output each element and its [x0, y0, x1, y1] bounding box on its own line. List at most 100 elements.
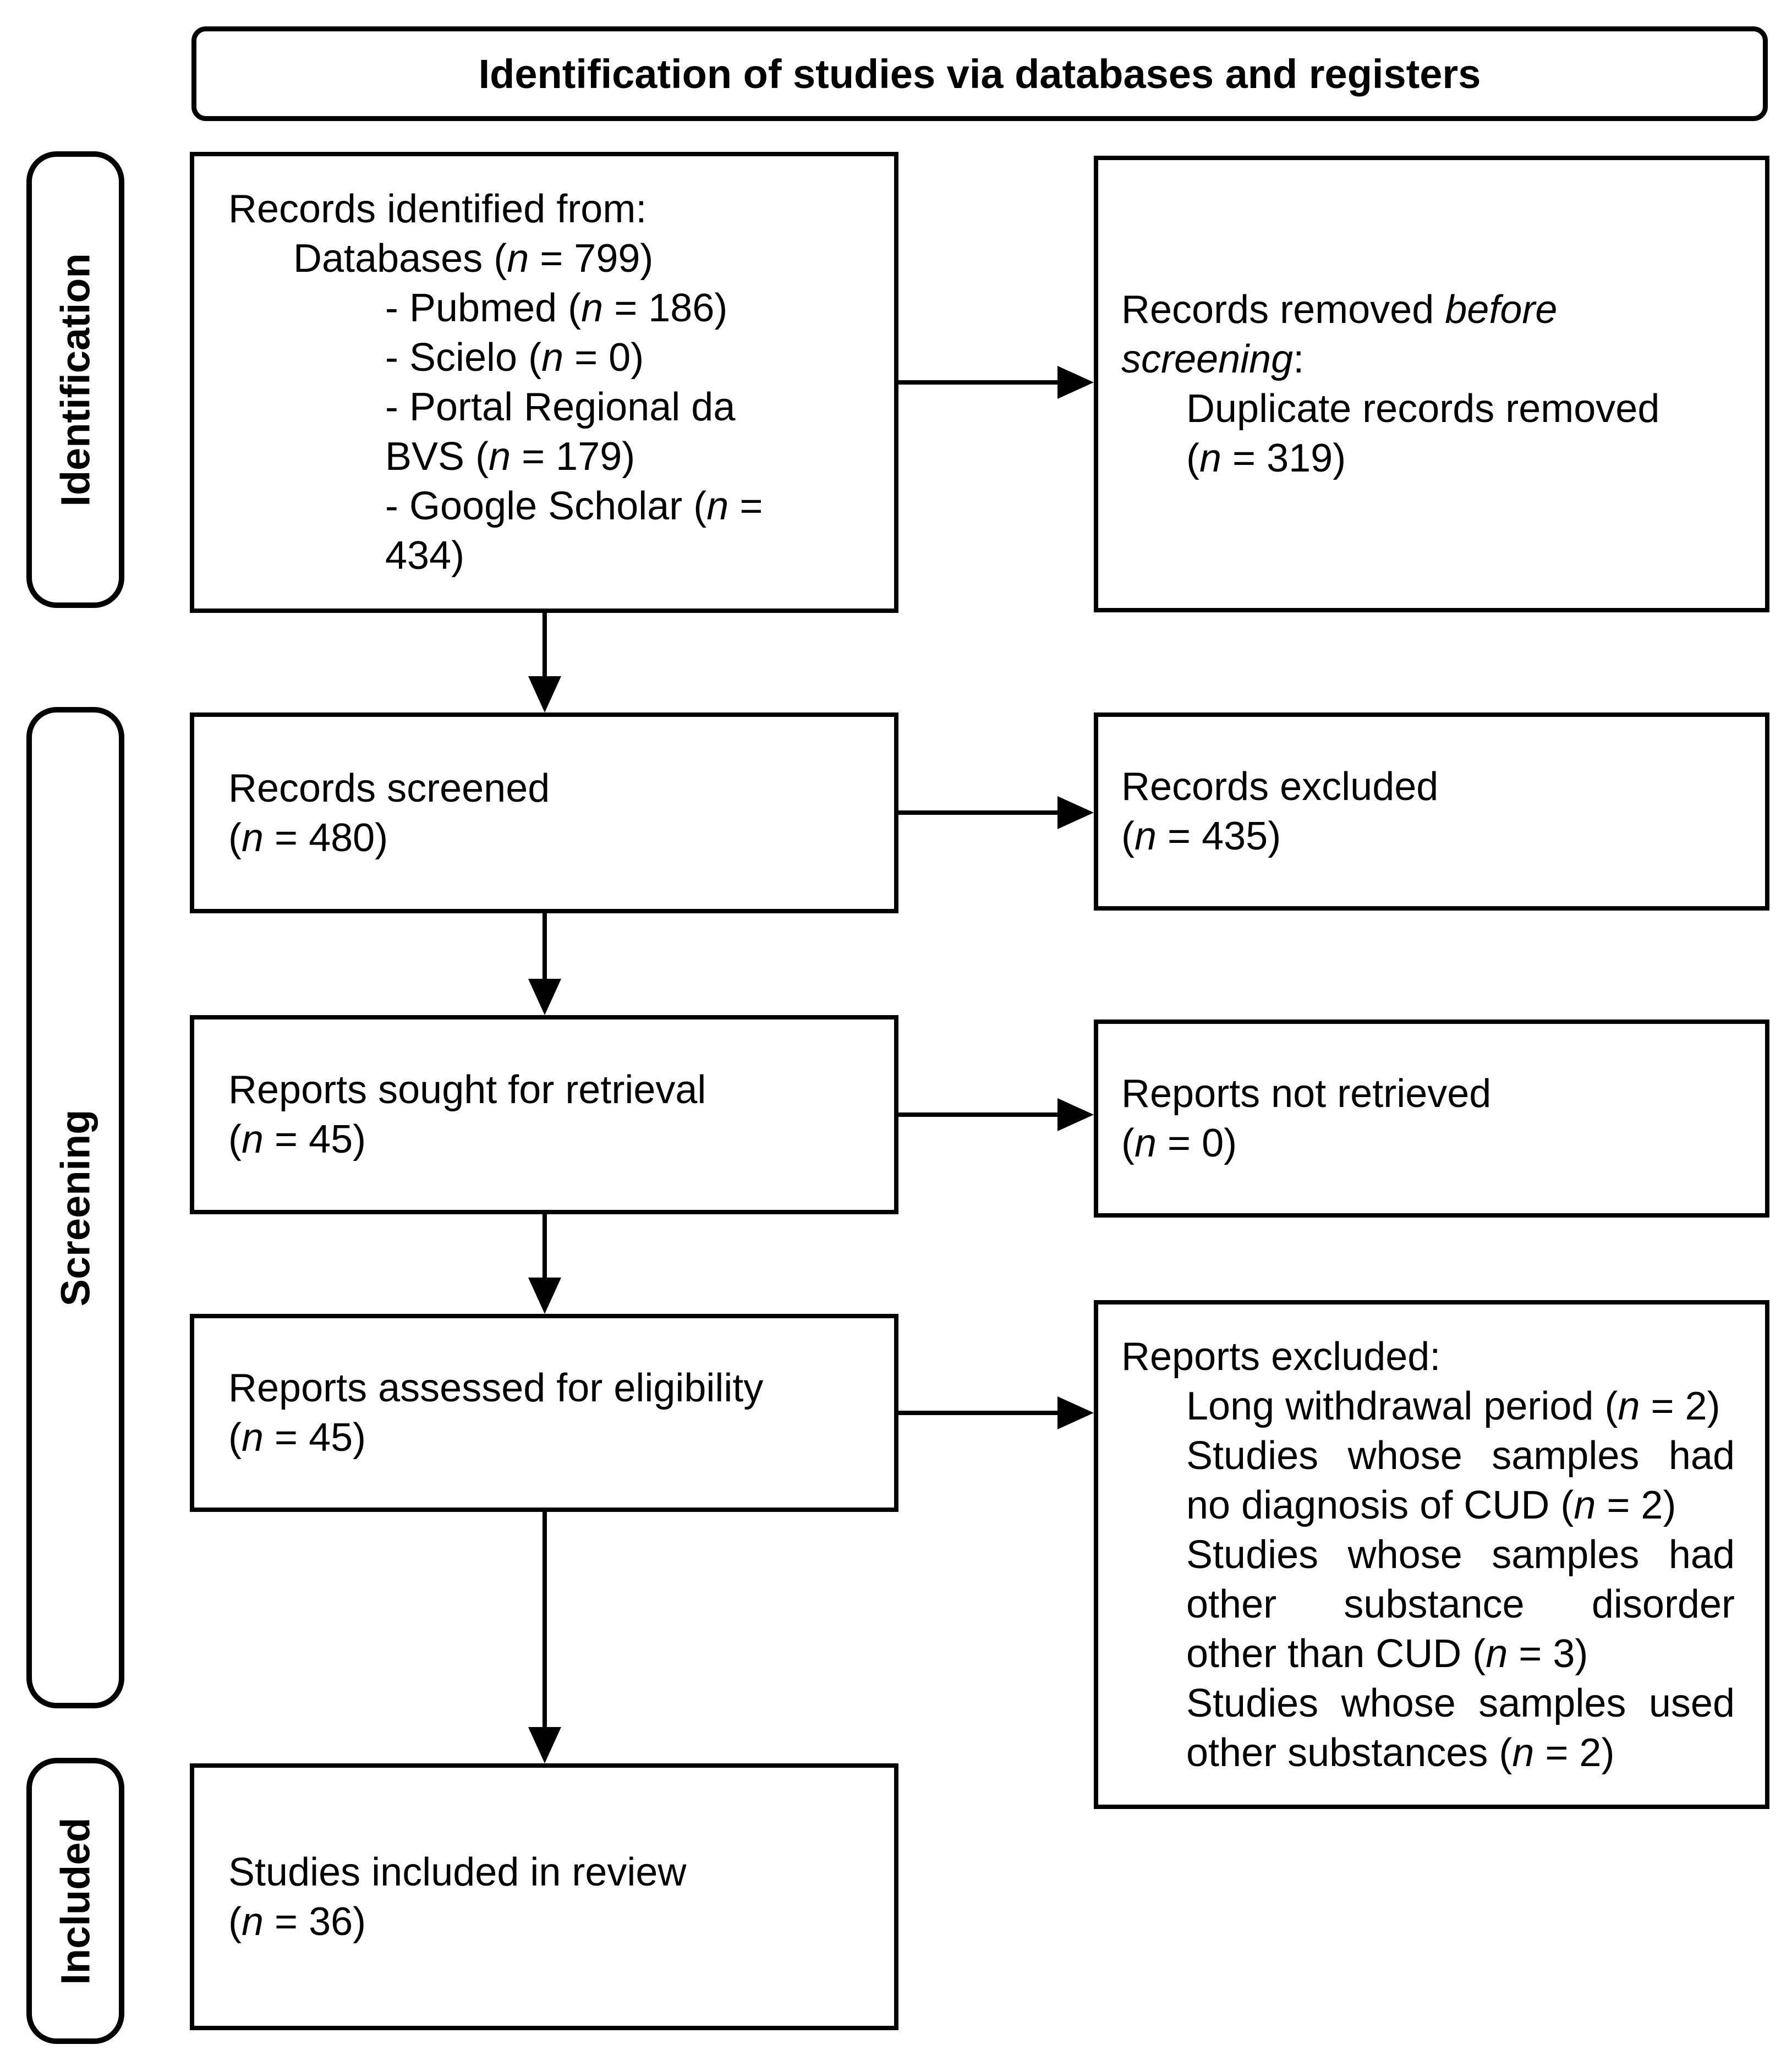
text-line: - Portal Regional da — [228, 382, 864, 432]
arrow-sought-to-not-retrieved-line — [898, 1112, 1062, 1117]
text-line: Reports assessed for eligibility — [228, 1363, 864, 1413]
text-segment: other substances ( — [1186, 1730, 1512, 1775]
text-segment: Long withdrawal period ( — [1186, 1384, 1618, 1428]
stage-label: Identification — [52, 253, 98, 507]
box-reports-sought: Reports sought for retrieval(n = 45) — [190, 1015, 898, 1214]
text-segment: = 319) — [1221, 436, 1346, 480]
text-segment: Reports assessed for eligibility — [228, 1366, 764, 1410]
text-segment: - Scielo ( — [385, 336, 542, 380]
text-segment-italic: n — [241, 1117, 264, 1161]
text-segment-italic: n — [507, 237, 529, 281]
text-segment: : — [1293, 337, 1305, 381]
text-segment: Records excluded — [1121, 765, 1439, 809]
text-segment: Records removed — [1121, 288, 1445, 332]
text-segment: = 2) — [1596, 1483, 1676, 1527]
text-segment-italic: n — [241, 1899, 264, 1944]
text-segment-italic: n — [1199, 436, 1222, 480]
stage-label: Screening — [52, 1109, 98, 1306]
text-segment: Reports not retrieved — [1121, 1072, 1492, 1116]
text-segment-italic: n — [1574, 1483, 1596, 1527]
diagram-title: Identification of studies via databases … — [478, 51, 1481, 97]
text-segment: ( — [228, 1899, 242, 1944]
text-segment: = 0) — [563, 336, 644, 380]
text-segment: ( — [228, 815, 242, 860]
arrow-identified-to-removed-line — [898, 380, 1062, 385]
text-segment-italic: n — [241, 1416, 264, 1460]
text-line: Records screened — [228, 764, 864, 813]
text-segment-italic: n — [1512, 1730, 1535, 1775]
text-segment: = — [728, 484, 763, 528]
text-line: no diagnosis of CUD (n = 2) — [1121, 1481, 1735, 1530]
text-segment-italic: n — [1134, 814, 1157, 858]
text-segment-italic: n — [541, 336, 564, 380]
text-segment-italic: screening — [1121, 337, 1294, 381]
text-line: Databases (n = 799) — [228, 234, 864, 283]
text-segment: - Pubmed ( — [385, 286, 582, 330]
box-reports-not-retrieved: Reports not retrieved (n = 0) — [1094, 1019, 1769, 1218]
arrow-assessed-to-reports-excluded-head — [1057, 1396, 1094, 1429]
text-segment: = 179) — [511, 435, 635, 479]
text-segment-italic: n — [706, 484, 729, 528]
text-segment: = 3) — [1508, 1631, 1588, 1676]
text-line: other than CUD (n = 3) — [1121, 1629, 1735, 1679]
text-segment: ( — [1121, 814, 1135, 858]
text-segment-italic: n — [1618, 1384, 1640, 1428]
text-segment: Records identified from: — [228, 187, 647, 231]
text-line: BVS (n = 179) — [228, 432, 864, 481]
text-line: Studies included in review — [228, 1848, 864, 1897]
stage-identification: Identification — [26, 151, 124, 608]
arrow-screened-to-excluded-line — [898, 810, 1062, 815]
text-segment: Reports sought for retrieval — [228, 1068, 706, 1112]
text-line: (n = 45) — [228, 1115, 864, 1164]
text-line: Studies whose samples had — [1121, 1431, 1735, 1481]
text-segment-italic: before — [1445, 288, 1558, 332]
text-line: Reports excluded: — [1121, 1332, 1735, 1382]
text-segment: Studies whose samples used — [1186, 1681, 1735, 1725]
text-line: (n = 36) — [228, 1897, 864, 1947]
text-segment: other substance disorder — [1186, 1582, 1735, 1626]
text-segment: = 2) — [1640, 1384, 1720, 1428]
text-line: (n = 435) — [1121, 812, 1735, 861]
box-records-identified: Records identified from:Databases (n = 7… — [190, 152, 898, 613]
text-segment: ( — [228, 1117, 242, 1161]
text-segment: other than CUD ( — [1186, 1631, 1486, 1676]
text-segment-italic: n — [489, 435, 511, 479]
text-line: - Pubmed (n = 186) — [228, 283, 864, 333]
text-segment: Records screened — [228, 766, 550, 810]
text-segment: Studies whose samples had — [1186, 1532, 1735, 1577]
arrow-screened-to-sought-head — [528, 979, 561, 1015]
stage-label: Included — [52, 1817, 98, 1985]
text-segment: ( — [1186, 436, 1199, 480]
text-segment: = 36) — [264, 1899, 366, 1944]
text-line: Long withdrawal period (n = 2) — [1121, 1382, 1735, 1431]
arrow-sought-to-assessed-head — [528, 1278, 561, 1314]
text-segment-italic: n — [1134, 1121, 1157, 1165]
box-reports-assessed: Reports assessed for eligibility (n = 45) — [190, 1314, 898, 1512]
text-segment: no diagnosis of CUD ( — [1186, 1483, 1574, 1527]
text-line: Studies whose samples had — [1121, 1530, 1735, 1580]
text-line: - Scielo (n = 0) — [228, 333, 864, 382]
text-segment: Studies whose samples had — [1186, 1433, 1735, 1478]
box-studies-included: Studies included in review(n = 36) — [190, 1763, 898, 2030]
text-segment: = 45) — [264, 1117, 366, 1161]
text-segment: = 435) — [1157, 814, 1281, 858]
text-segment: ( — [1121, 1121, 1135, 1165]
text-segment: = 0) — [1157, 1121, 1237, 1165]
text-segment: Duplicate records removed — [1186, 387, 1660, 431]
text-line: screening: — [1121, 335, 1735, 384]
text-segment: BVS ( — [385, 435, 489, 479]
text-line: Records excluded — [1121, 762, 1735, 812]
text-line: (n = 319) — [1121, 434, 1735, 483]
text-segment: = 186) — [603, 286, 728, 330]
text-segment: Reports excluded: — [1121, 1334, 1441, 1379]
text-segment: = 45) — [264, 1416, 366, 1460]
text-segment: = 2) — [1534, 1730, 1615, 1775]
text-line: - Google Scholar (n = — [228, 481, 864, 531]
text-line: Records identified from: — [228, 184, 864, 234]
text-line: Reports not retrieved — [1121, 1069, 1735, 1119]
arrow-assessed-to-reports-excluded-line — [898, 1411, 1062, 1415]
text-segment: ( — [228, 1416, 242, 1460]
text-line: other substance disorder — [1121, 1580, 1735, 1629]
text-segment: - Google Scholar ( — [385, 484, 707, 528]
